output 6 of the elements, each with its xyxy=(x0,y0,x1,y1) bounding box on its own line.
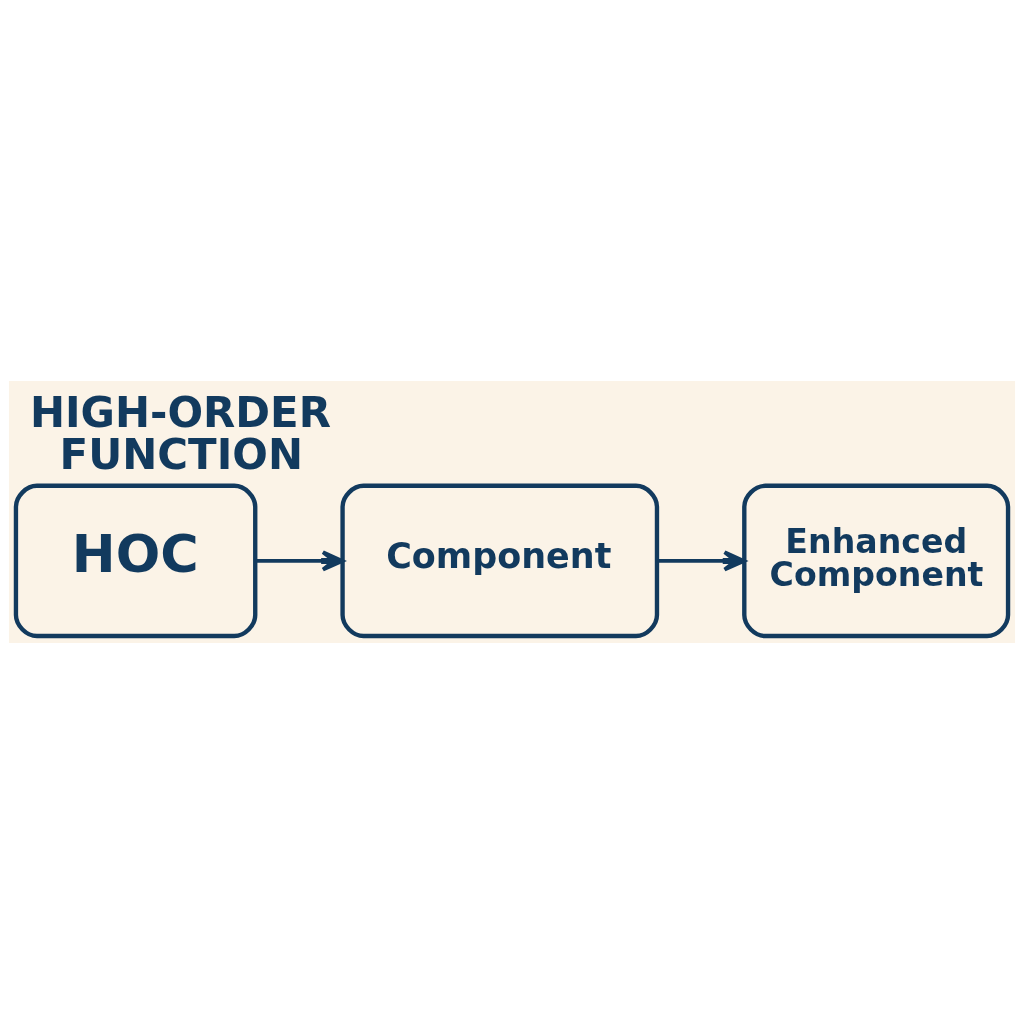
arrow xyxy=(657,550,746,572)
node-box: HOC xyxy=(13,483,258,639)
diagram-title: HIGH-ORDER FUNCTION xyxy=(29,387,332,479)
arrow xyxy=(255,550,345,572)
node-box: Component xyxy=(340,483,660,639)
node-box: Enhanced Component xyxy=(742,483,1011,639)
